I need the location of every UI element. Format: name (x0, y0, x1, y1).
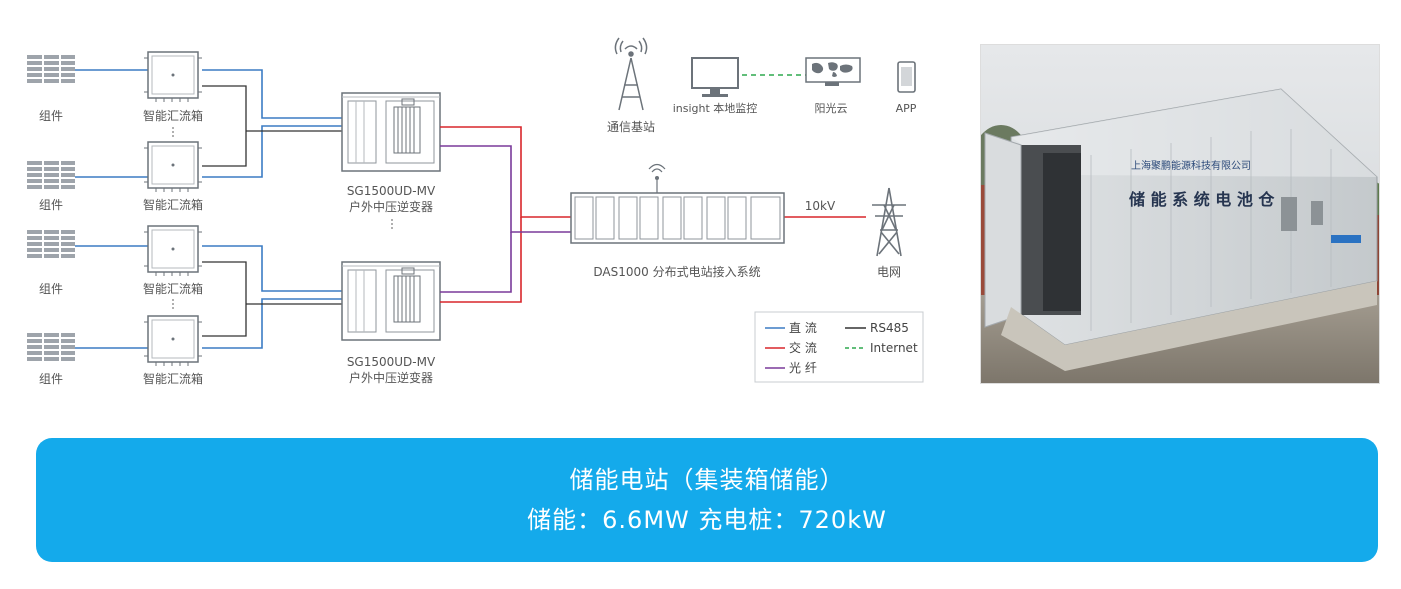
legend-internet: Internet (870, 341, 918, 355)
photo-sign-company: 上海聚鹏能源科技有限公司 (1131, 159, 1251, 172)
inverter-model-2: SG1500UD-MV (347, 355, 436, 369)
combiner-box-2 (143, 141, 203, 193)
cloud-label: 阳光云 (815, 101, 848, 115)
base-station-label: 通信基站 (607, 120, 655, 134)
base-station-icon (614, 37, 648, 111)
combiner-label-4: 智能汇流箱 (143, 371, 203, 386)
das1000-cabinet (570, 163, 785, 244)
monitor-icon (691, 57, 739, 97)
legend-fiber: 光 纤 (789, 361, 817, 375)
app-label: APP (896, 102, 917, 115)
combiner-box-3 (143, 225, 203, 277)
module-label-2: 组件 (39, 198, 63, 212)
rs485-lines (202, 85, 342, 337)
combiner-box-4 (143, 315, 203, 367)
inverter-2 (341, 261, 441, 341)
inverter-name-1: 户外中压逆变器 (349, 199, 433, 214)
banner-specs: 储能：6.6MW 充电桩：720kW (527, 506, 887, 534)
solar-module-2 (27, 161, 75, 189)
grid-label: 电网 (877, 265, 901, 279)
combiner-label-2: 智能汇流箱 (143, 197, 203, 212)
legend-rs485: RS485 (870, 321, 909, 335)
solar-module-3 (27, 230, 75, 258)
insight-label: insight 本地监控 (673, 101, 758, 115)
solar-module-4 (27, 333, 75, 361)
voltage-label: 10kV (805, 199, 836, 213)
inverter-model-1: SG1500UD-MV (347, 184, 436, 198)
module-label-3: 组件 (39, 282, 63, 296)
combiner-label-1: 智能汇流箱 (143, 108, 203, 123)
world-map-icon (805, 57, 861, 86)
legend-dc: 直 流 (789, 321, 817, 335)
legend: 直 流 交 流 光 纤 RS485 Internet (754, 311, 924, 383)
solar-module-1 (27, 55, 75, 83)
inverter-name-2: 户外中压逆变器 (349, 370, 433, 385)
container-photo: 上海聚鹏能源科技有限公司 储 能 系 统 电 池 仓 (980, 44, 1380, 384)
combiner-box-1 (143, 51, 203, 103)
inverter-1 (341, 92, 441, 172)
das-label: DAS1000 分布式电站接入系统 (593, 264, 760, 279)
phone-icon (897, 61, 916, 93)
dc-lines (75, 69, 342, 349)
info-banner: 储能电站（集装箱储能） 储能：6.6MW 充电桩：720kW (36, 438, 1378, 562)
fiber-lines (440, 145, 571, 293)
banner-title: 储能电站（集装箱储能） (569, 466, 845, 494)
combiner-label-3: 智能汇流箱 (143, 281, 203, 296)
vertical-ellipsis (172, 127, 393, 309)
transmission-tower-icon (872, 187, 906, 257)
module-label-1: 组件 (39, 109, 63, 123)
legend-ac: 交 流 (789, 340, 817, 355)
system-diagram: 组件 组件 组件 组件 智能汇流箱 智能汇流箱 智能汇流箱 智能汇流箱 SG15… (27, 37, 924, 386)
ac-lines (440, 126, 866, 303)
module-label-4: 组件 (39, 372, 63, 386)
photo-sign-title: 储 能 系 统 电 池 仓 (1128, 190, 1275, 209)
